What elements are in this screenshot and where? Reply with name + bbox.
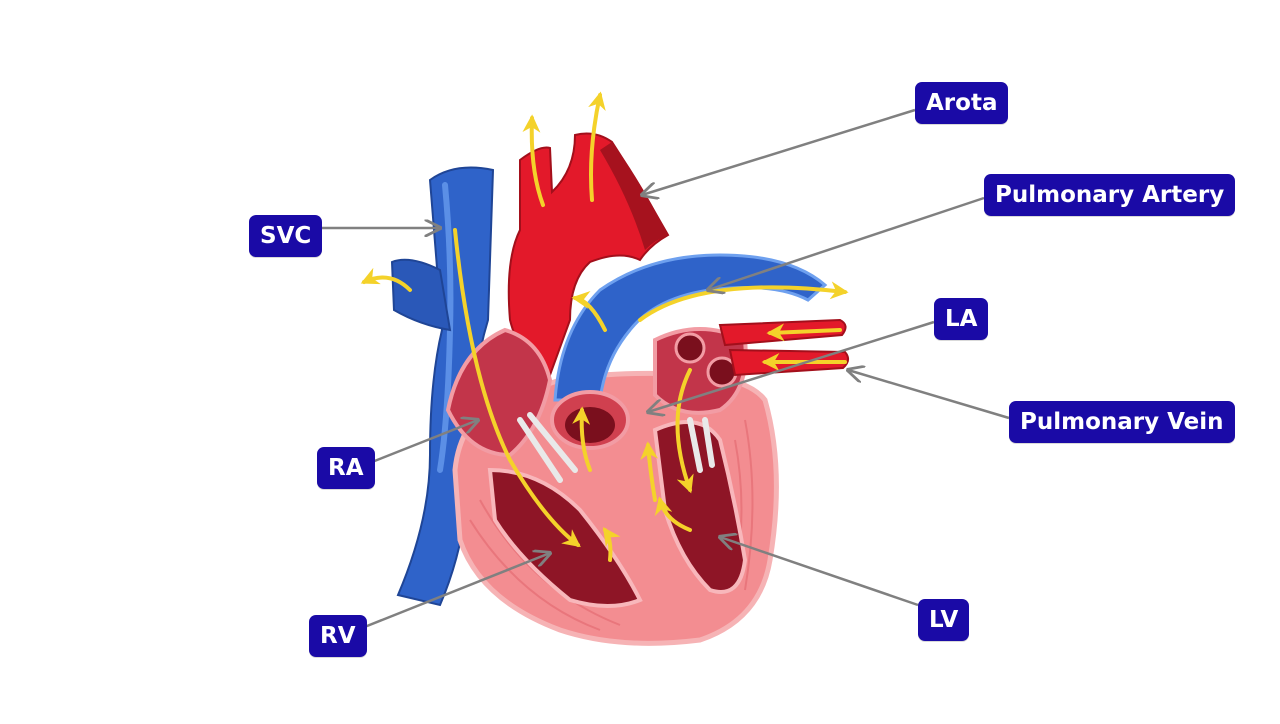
vein-branch xyxy=(390,258,452,332)
label-pulmonary-artery: Pulmonary Artery xyxy=(984,174,1236,216)
label-left-atrium: LA xyxy=(934,298,989,340)
blood-flow-arrows xyxy=(360,91,849,562)
label-pulmonary-vein: Pulmonary Vein xyxy=(1009,401,1235,443)
label-right-atrium: RA xyxy=(317,447,375,489)
label-svc: SVC xyxy=(249,215,323,257)
pulmonary-artery-vessel xyxy=(553,253,828,402)
left-atrium-opening-1 xyxy=(674,332,706,364)
pulmonary-valve-inner xyxy=(565,407,615,443)
chordae-tendineae xyxy=(517,412,715,483)
leader-lines xyxy=(318,108,1010,630)
label-left-ventricle: LV xyxy=(918,599,970,641)
aorta-shadow xyxy=(600,142,668,250)
label-right-ventricle: RV xyxy=(309,615,367,657)
label-aorta: Arota xyxy=(915,82,1009,124)
